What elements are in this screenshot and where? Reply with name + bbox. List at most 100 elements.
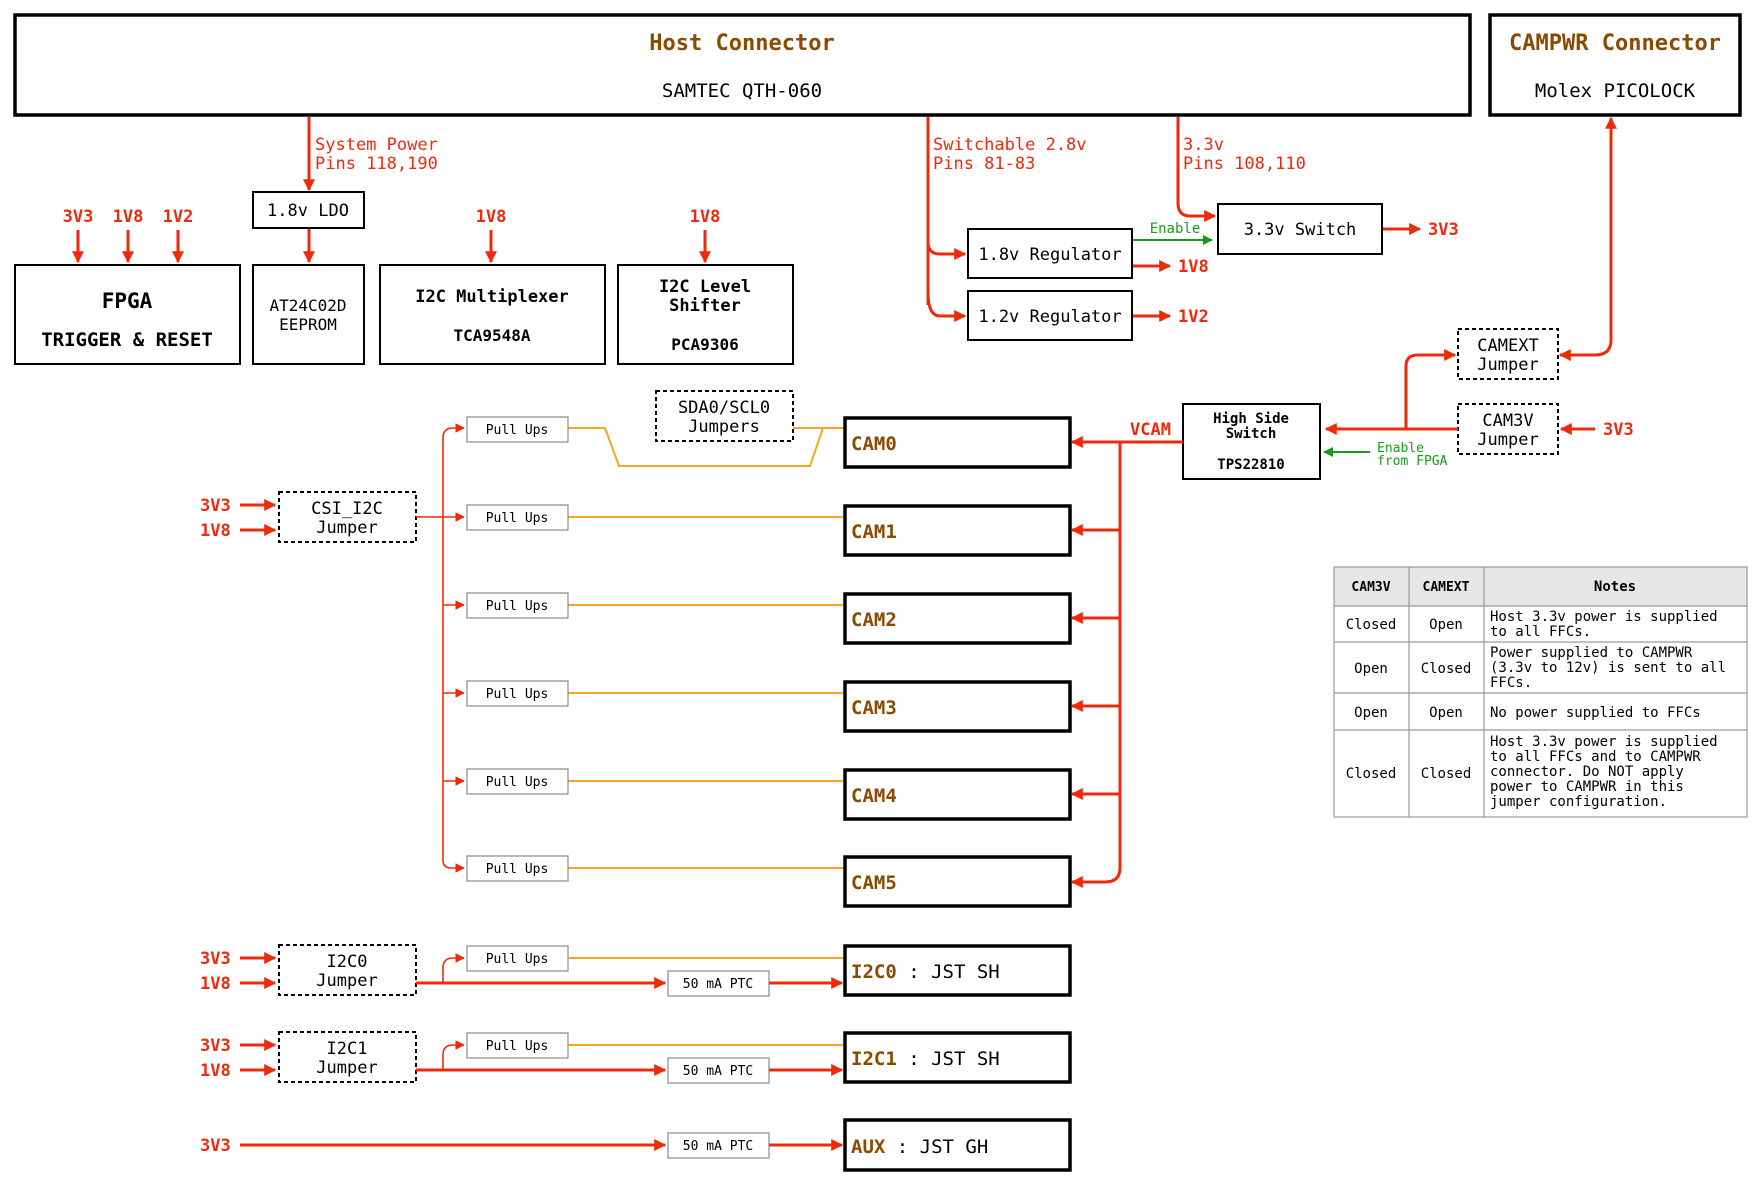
host-power-wires: [303, 117, 1217, 322]
svg-text:Pins 81-83: Pins 81-83: [933, 154, 1035, 174]
fpga-in-3v3: 3V3: [63, 207, 94, 227]
table-row: Open Closed Power supplied to CAMPWR (3.…: [1354, 645, 1726, 691]
pullup-cam4: Pull Ups: [466, 768, 569, 795]
fpga-block: 3V3 1V8 1V2 FPGA TRIGGER & RESET: [14, 207, 241, 365]
svg-text:High Side: High Side: [1213, 411, 1289, 427]
hss-enable-label-2: from FPGA: [1377, 454, 1448, 469]
i2c0-pullup: Pull Ups: [466, 945, 569, 972]
svg-text:I2C Multiplexer: I2C Multiplexer: [415, 287, 569, 307]
svg-text:CAM0: CAM0: [851, 433, 897, 455]
system-power-label: System Power Pins 118,190: [315, 135, 438, 174]
pullup-cam1: Pull Ups: [466, 504, 569, 531]
table-header-camext: CAMEXT: [1423, 580, 1470, 595]
svg-text:TPS22810: TPS22810: [1217, 457, 1284, 473]
svg-text:SDA0/SCL0: SDA0/SCL0: [678, 398, 770, 418]
sda-scl-jumpers: SDA0/SCL0 Jumpers: [655, 390, 794, 442]
svg-text:Jumper: Jumper: [316, 971, 377, 991]
svg-text:Jumper: Jumper: [316, 1058, 377, 1078]
svg-text:Jumper: Jumper: [1477, 355, 1538, 375]
camext-jumper: CAMEXT Jumper: [1457, 328, 1559, 380]
svg-text:Jumpers: Jumpers: [688, 417, 760, 437]
svg-text:3V3: 3V3: [200, 496, 231, 516]
table-header-cam3v: CAM3V: [1351, 580, 1390, 595]
fpga-in-1v2: 1V2: [163, 207, 194, 227]
cam4-connector: CAM4: [843, 768, 1072, 821]
camera-i2c-lines: [568, 427, 845, 869]
svg-text:Open: Open: [1354, 661, 1388, 677]
csi-pullups: Pull Ups Pull Ups Pull Ups Pull Ups Pull…: [466, 416, 569, 882]
vcam-label: VCAM: [1130, 420, 1171, 440]
svg-text:Pins 108,110: Pins 108,110: [1183, 154, 1306, 174]
high-side-switch: High Side Switch TPS22810 Enable from FP…: [1182, 403, 1448, 480]
svg-text:I2C0: I2C0: [327, 952, 368, 972]
i2c1-pullup: Pull Ups: [466, 1032, 569, 1059]
svg-text:FFCs.: FFCs.: [1490, 675, 1532, 691]
svg-text:Switch: Switch: [1226, 426, 1277, 442]
i2c1-section: 3V3 1V8 I2C1 Jumper Pull Ups 50 mA PTC I…: [200, 1031, 1072, 1084]
svg-text:Open: Open: [1354, 705, 1388, 721]
table-row: Closed Open Host 3.3v power is supplied …: [1346, 609, 1718, 640]
svg-text:Host 3.3v power is supplied: Host 3.3v power is supplied: [1490, 609, 1718, 625]
svg-text:Closed: Closed: [1346, 617, 1397, 633]
pullup-cam2: Pull Ups: [466, 592, 569, 619]
svg-text:AT24C02D: AT24C02D: [269, 296, 346, 315]
svg-text:3V3: 3V3: [1603, 420, 1634, 440]
hss-enable-label-1: Enable: [1377, 441, 1424, 456]
host-connector-part: SAMTEC QTH-060: [662, 80, 822, 102]
svg-text:Pull Ups: Pull Ups: [486, 599, 549, 614]
svg-text:3V3: 3V3: [200, 1036, 231, 1056]
svg-text:50 mA PTC: 50 mA PTC: [683, 1064, 753, 1079]
svg-text:CAM4: CAM4: [851, 785, 897, 807]
regulator-1v8: 1.8v Regulator 1V8: [967, 228, 1209, 279]
vcam-bus: VCAM: [1070, 420, 1183, 888]
svg-text:CAM3V: CAM3V: [1482, 411, 1533, 431]
svg-text:Jumper: Jumper: [1477, 430, 1538, 450]
svg-text:Pull Ups: Pull Ups: [486, 775, 549, 790]
svg-text:CSI_I2C: CSI_I2C: [311, 499, 383, 519]
i2c-multiplexer-block: 1V8 I2C Multiplexer TCA9548A: [379, 207, 606, 365]
aux-section: 3V3 50 mA PTC AUX : JST GH: [200, 1118, 1072, 1172]
svg-text:1V8: 1V8: [1178, 257, 1209, 277]
svg-text:Host 3.3v power is supplied: Host 3.3v power is supplied: [1490, 734, 1718, 750]
svg-text:3.3v Switch: 3.3v Switch: [1244, 220, 1357, 240]
svg-text:PCA9306: PCA9306: [671, 335, 738, 354]
i2c0-connector: I2C0 : JST SH: [843, 944, 1072, 997]
campwr-connector-title: CAMPWR Connector: [1509, 31, 1721, 56]
svg-text:3.3v: 3.3v: [1183, 135, 1224, 155]
svg-text:1.2v Regulator: 1.2v Regulator: [978, 307, 1121, 327]
fpga-subtitle: TRIGGER & RESET: [41, 329, 213, 351]
svg-text:3V3: 3V3: [200, 1136, 231, 1156]
cam3-connector: CAM3: [843, 680, 1072, 733]
pullup-cam3: Pull Ups: [466, 680, 569, 707]
table-header-notes: Notes: [1594, 579, 1636, 595]
switch-enable-label: Enable: [1150, 221, 1201, 237]
svg-text:Jumper: Jumper: [316, 518, 377, 538]
svg-text:50 mA PTC: 50 mA PTC: [683, 1139, 753, 1154]
svg-text:Closed: Closed: [1346, 766, 1397, 782]
svg-text:Pull Ups: Pull Ups: [486, 423, 549, 438]
svg-text:1V2: 1V2: [1178, 307, 1209, 327]
host-connector-title: Host Connector: [649, 31, 834, 56]
svg-text:I2C0 : JST SH: I2C0 : JST SH: [851, 961, 1000, 983]
jumper-merge-wires: [1324, 349, 1458, 435]
csi-pullup-bus: [416, 423, 465, 873]
svg-text:connector. Do NOT apply: connector. Do NOT apply: [1490, 764, 1684, 780]
svg-text:Closed: Closed: [1421, 661, 1472, 677]
svg-text:1V8: 1V8: [200, 521, 231, 541]
svg-text:to all FFCs.: to all FFCs.: [1490, 624, 1591, 640]
i2c0-jumper: I2C0 Jumper: [278, 944, 417, 996]
pullup-cam0: Pull Ups: [466, 416, 569, 443]
v33-label: 3.3v Pins 108,110: [1183, 135, 1306, 174]
eeprom-block: AT24C02D EEPROM: [252, 264, 365, 365]
camera-connectors: CAM0 CAM1 CAM2 CAM3 CAM4 CAM5: [843, 416, 1072, 908]
svg-text:(3.3v to 12v) is sent to all: (3.3v to 12v) is sent to all: [1490, 660, 1726, 676]
i2c1-jumper: I2C1 Jumper: [278, 1031, 417, 1083]
i2c1-ptc: 50 mA PTC: [667, 1057, 770, 1084]
svg-text:Pull Ups: Pull Ups: [486, 862, 549, 877]
campwr-connector-part: Molex PICOLOCK: [1535, 80, 1696, 102]
svg-text:EEPROM: EEPROM: [279, 315, 337, 334]
svg-text:TCA9548A: TCA9548A: [453, 326, 530, 345]
svg-text:3V3: 3V3: [1428, 220, 1459, 240]
table-row: Closed Closed Host 3.3v power is supplie…: [1346, 734, 1718, 810]
